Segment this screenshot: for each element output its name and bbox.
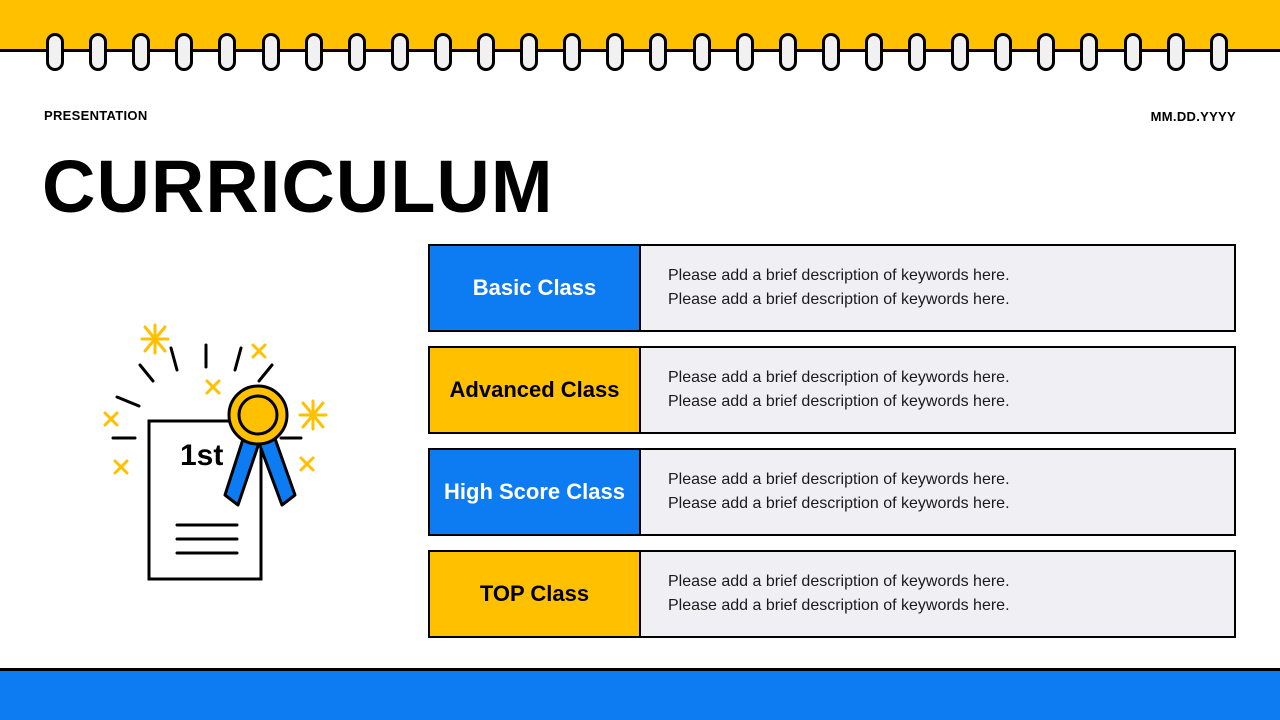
binding-ring [132,33,151,71]
class-description: Please add a brief description of keywor… [641,450,1234,534]
class-row-basic: Basic Class Please add a brief descripti… [428,244,1236,332]
binding-ring [606,33,625,71]
binding-ring [218,33,237,71]
binding-ring [563,33,582,71]
curriculum-list: Basic Class Please add a brief descripti… [428,244,1236,652]
class-description: Please add a brief description of keywor… [641,246,1234,330]
bottom-blue-band [0,668,1280,720]
binding-ring [778,33,797,71]
description-line: Please add a brief description of keywor… [668,369,1010,386]
class-row-top: TOP Class Please add a brief description… [428,550,1236,638]
binding-ring [175,33,194,71]
spiral-binding [0,30,1280,76]
binding-ring [1123,33,1142,71]
class-label: TOP Class [430,552,641,636]
binding-ring [261,33,280,71]
binding-ring [304,33,323,71]
presentation-label: PRESENTATION [44,108,148,123]
binding-ring [692,33,711,71]
page-title: CURRICULUM [42,145,554,228]
class-label: Advanced Class [430,348,641,432]
binding-ring [735,33,754,71]
binding-ring [46,33,64,71]
description-line: Please add a brief description of keywor… [668,471,1010,488]
class-label: High Score Class [430,450,641,534]
binding-ring [908,33,926,71]
binding-ring [477,33,495,71]
binding-ring [821,33,840,71]
binding-ring [1037,33,1056,71]
binding-ring [347,33,366,71]
binding-ring [1209,33,1228,71]
class-row-high-score: High Score Class Please add a brief desc… [428,448,1236,536]
description-line: Please add a brief description of keywor… [668,573,1010,590]
certificate-rank-text: 1st [180,439,223,472]
class-row-advanced: Advanced Class Please add a brief descri… [428,346,1236,434]
binding-ring [994,33,1013,71]
binding-ring [89,33,108,71]
certificate-award-icon: 1st [95,315,345,595]
class-description: Please add a brief description of keywor… [641,552,1234,636]
description-line: Please add a brief description of keywor… [668,597,1010,614]
description-line: Please add a brief description of keywor… [668,291,1010,308]
binding-ring [433,33,452,71]
top-yellow-band [0,0,1280,52]
binding-ring [1166,33,1185,71]
date-placeholder: MM.DD.YYYY [1150,109,1236,124]
binding-ring [520,33,539,71]
description-line: Please add a brief description of keywor… [668,393,1010,410]
binding-ring [1080,33,1099,71]
class-description: Please add a brief description of keywor… [641,348,1234,432]
class-label: Basic Class [430,246,641,330]
binding-ring [951,33,970,71]
description-line: Please add a brief description of keywor… [668,267,1010,284]
binding-ring [864,33,883,71]
binding-ring [649,33,668,71]
description-line: Please add a brief description of keywor… [668,495,1010,512]
binding-ring [390,33,409,71]
